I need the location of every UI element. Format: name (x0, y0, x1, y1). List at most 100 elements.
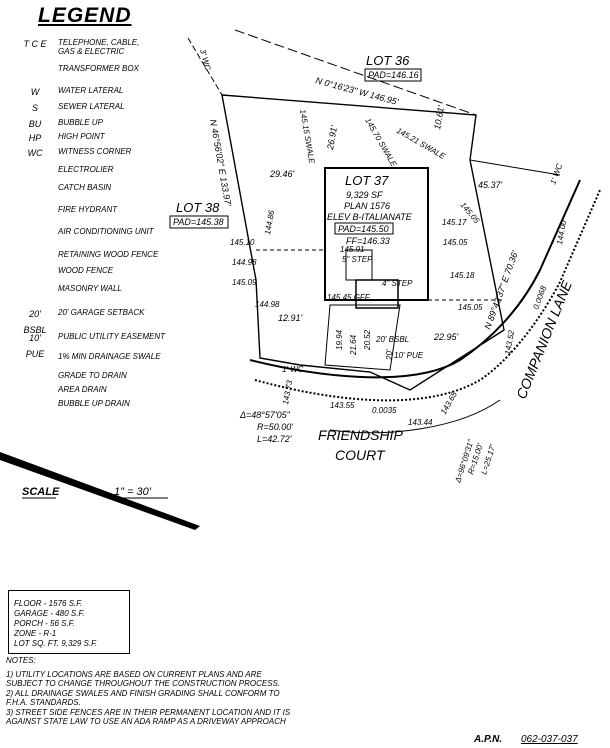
east-line (469, 159, 561, 176)
dim-2295: 22.95' (433, 332, 459, 342)
legend-label: BUBBLE UP DRAIN (58, 399, 130, 408)
step-4: 4" STEP (382, 279, 413, 288)
pue-label: 10' PUE (394, 351, 424, 360)
elev-14509: 145.09 (232, 278, 257, 287)
slope-1: 0.0035 (372, 406, 397, 415)
elev-14373: 143.73 (281, 379, 294, 405)
legend-item: T C E TELEPHONE, CABLE, GAS & ELECTRIC (0, 36, 200, 56)
dim-2052: 20.52 (363, 329, 372, 351)
wc-left: 1' WC (282, 365, 304, 374)
lot-37-elev: ELEV B-ITALIANATE (327, 212, 413, 222)
legend-item: WOOD FENCE (0, 264, 200, 280)
elev-14571: 145.21 SWALE (395, 126, 447, 161)
legend-label: HIGH POINT (58, 132, 105, 141)
legend-symbol: 20' BSBL (23, 309, 47, 335)
legend-item: 20' BSBL 20' GARAGE SETBACK (0, 306, 200, 335)
elev-14498gb: 144.98 (255, 300, 280, 309)
legend-item: CATCH BASIN (0, 181, 200, 197)
legend-item: TRANSFORMER BOX (0, 62, 200, 78)
legend-label: CATCH BASIN (58, 183, 112, 192)
dim-2691: 26.91' (325, 124, 339, 151)
lot-37-boundary (221, 94, 505, 391)
legend-label: TELEPHONE, CABLE, GAS & ELECTRIC (58, 38, 140, 56)
elev-14545: 145.45 GFF (327, 293, 371, 302)
dim-1994: 19.94 (335, 329, 344, 350)
legend-symbol (22, 203, 48, 219)
stat-porch: PORCH - 56 S.F. (14, 619, 75, 628)
legend-label: AIR CONDITIONING UNIT (58, 227, 154, 236)
legend-symbol: WC (27, 148, 43, 158)
lot-36-name: LOT 36 (366, 53, 410, 68)
dim-1061: 10.61' (432, 104, 446, 130)
lot-37-ff: FF=146.33 (346, 236, 390, 246)
legend-symbol (22, 62, 48, 78)
legend-label: 20' GARAGE SETBACK (58, 308, 145, 317)
curve-court-l: L=42.72' (257, 434, 292, 444)
stat-zone: ZONE - R-1 (14, 629, 57, 638)
apn-label: A.P.N. (474, 734, 503, 745)
scale-value: 1" = 30' (114, 486, 152, 498)
apn: A.P.N. 062-037-037 (474, 734, 578, 745)
legend-item: MASONRY WALL (0, 282, 200, 298)
curve-court-delta: Δ=48°57'05" (239, 410, 291, 420)
legend-item: GRADE TO DRAIN (0, 369, 200, 385)
legend-label: RETAINING WOOD FENCE (58, 250, 159, 259)
house-footprint (324, 167, 429, 301)
lot-38-name: LOT 38 (176, 200, 220, 215)
elev-14591: 145.91 (340, 245, 364, 254)
legend-label: MASONRY WALL (58, 284, 122, 293)
legend-label: WOOD FENCE (58, 266, 114, 275)
legend-label: GRADE TO DRAIN (58, 371, 127, 380)
legend-symbol (22, 282, 48, 298)
lot-37-plan: PLAN 1576 (344, 201, 390, 211)
legend-item: HP HIGH POINT (0, 130, 200, 146)
legend-symbol: T C E (23, 39, 47, 49)
notes-title: NOTES: (6, 656, 36, 665)
legend-symbol: BU (28, 119, 42, 129)
elev-14355: 143.55 (330, 401, 355, 410)
legend-item: 10' PUE PUBLIC UTILITY EASEMENT (0, 330, 200, 359)
elev-14515: 145.15 SWALE (298, 109, 316, 165)
dim-2164: 21.64 (349, 334, 358, 356)
legend-item: S SEWER LATERAL (0, 100, 200, 116)
scale-label: SCALE (22, 486, 60, 498)
legend-label: TRANSFORMER BOX (58, 64, 139, 73)
legend-symbol (22, 163, 48, 179)
street-court-2: COURT (335, 447, 386, 463)
notes: NOTES: 1) UTILITY LOCATIONS ARE BASED ON… (6, 656, 306, 727)
legend-symbol (22, 350, 48, 366)
wc-right: 1' WC (548, 162, 564, 186)
elev-14505gb: 145.05 (458, 303, 483, 312)
lot-38-pad: PAD=145.38 (173, 217, 224, 227)
north-arrow-bar (0, 452, 200, 530)
legend-symbol: 10' PUE (25, 333, 45, 359)
north-line (234, 29, 477, 116)
legend-label: SEWER LATERAL (58, 102, 125, 111)
legend-label: BUBBLE UP (58, 118, 103, 127)
elev-14352: 143.52 (503, 329, 516, 355)
apn-value: 062-037-037 (520, 734, 578, 745)
curve-court-r: R=50.00' (257, 422, 293, 432)
legend-label: FIRE HYDRANT (58, 205, 118, 214)
legend-item: AIR CONDITIONING UNIT (0, 225, 200, 241)
legend-title: LEGEND (38, 4, 132, 27)
legend-symbol: HP (28, 133, 42, 143)
legend-item: 1% MIN DRAINAGE SWALE (0, 350, 200, 366)
legend-label: WATER LATERAL (58, 86, 124, 95)
stat-garage: GARAGE - 480 S.F. (14, 609, 85, 618)
step-5: 5" STEP (342, 255, 373, 264)
elev-14510: 145.10 (230, 238, 255, 247)
lot-36-pad: PAD=146.16 (368, 70, 419, 80)
legend-item: ELECTROLIER (0, 163, 200, 179)
site-plan: LOT 37 9,329 SF PLAN 1576 ELEV B-ITALIAN… (169, 29, 601, 485)
legend-label: ELECTROLIER (58, 165, 114, 174)
centerline (329, 399, 501, 434)
legend-symbol: S (31, 103, 38, 113)
legend-symbol: W (30, 87, 40, 97)
legend-symbol (22, 264, 48, 280)
legend-symbol (22, 181, 48, 197)
wc-top: 3' WC (198, 48, 212, 71)
legend-label: PUBLIC UTILITY EASEMENT (58, 332, 165, 341)
dim-4537: 45.37' (478, 180, 503, 190)
